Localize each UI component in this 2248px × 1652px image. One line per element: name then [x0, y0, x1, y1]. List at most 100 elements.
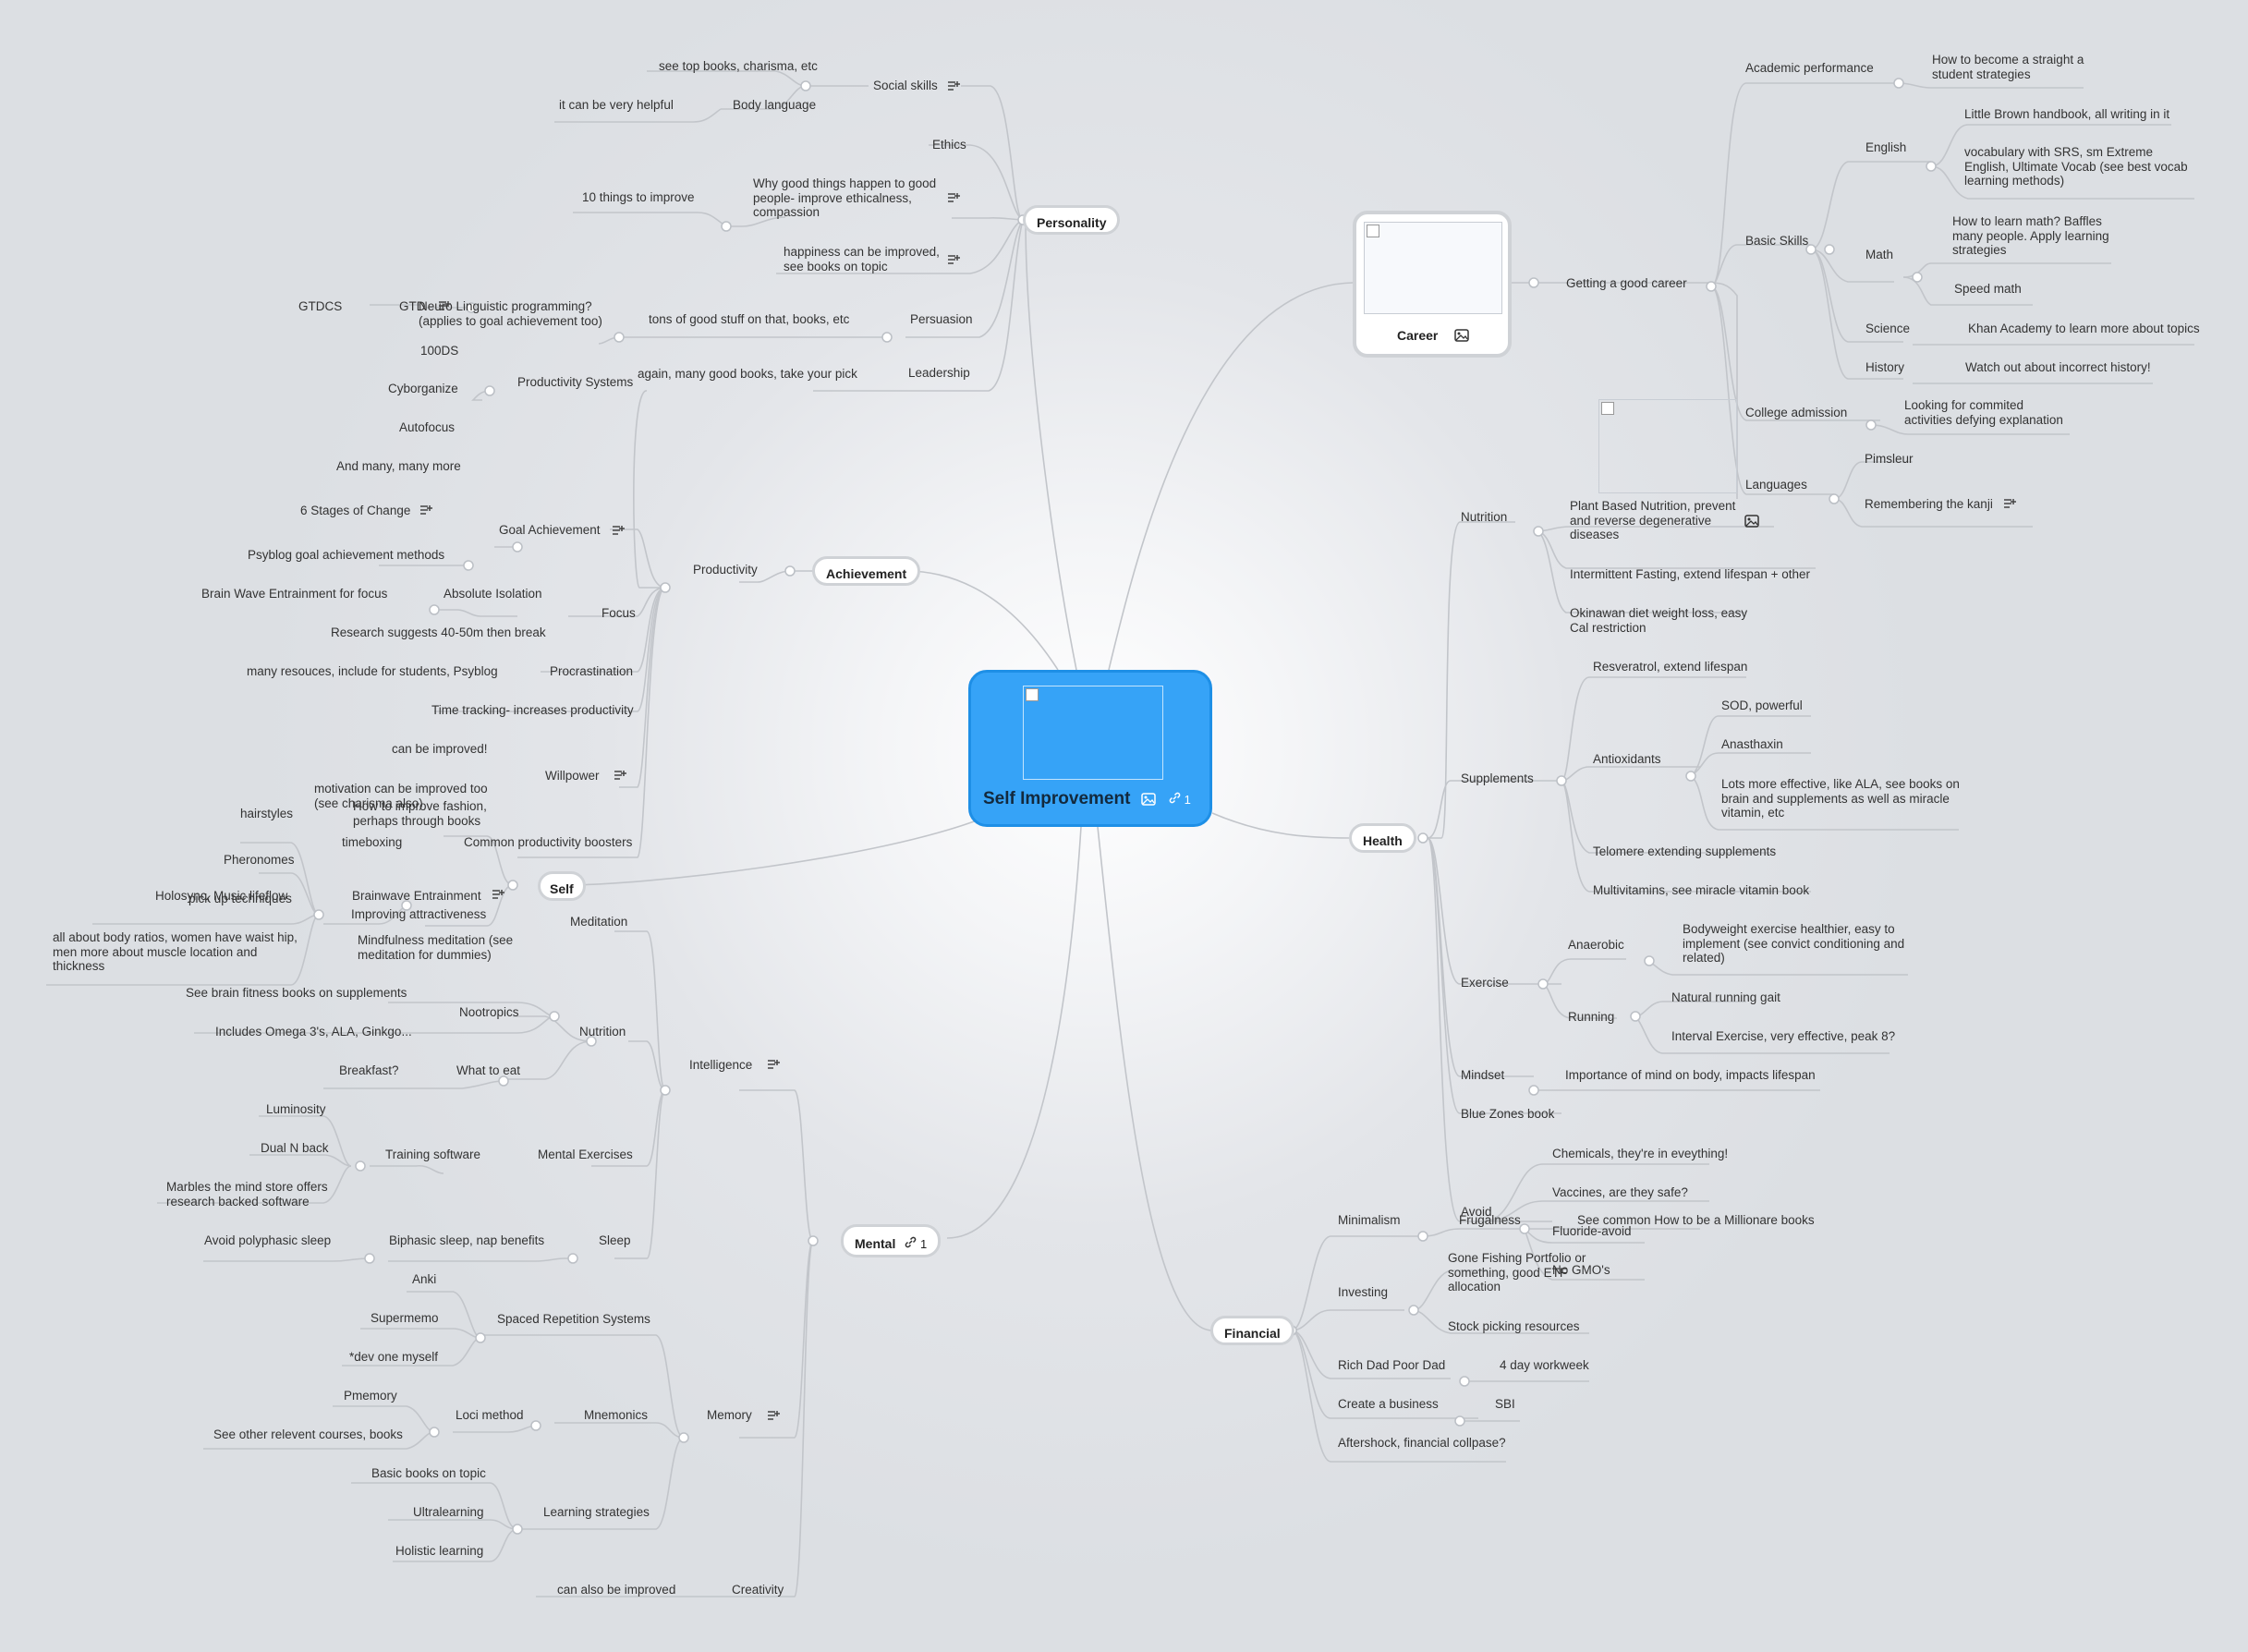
topic-mental-exercises[interactable]: Mental Exercises: [538, 1148, 633, 1161]
topic-college-admission[interactable]: College admission: [1745, 406, 1848, 419]
topic-blue-zones[interactable]: Blue Zones book: [1461, 1107, 1555, 1121]
topic-meditation[interactable]: Meditation: [570, 915, 628, 929]
topic-vaccines[interactable]: Vaccines, are they safe?: [1552, 1185, 1688, 1199]
topic-history[interactable]: History: [1865, 360, 1905, 374]
topic-gtdcs[interactable]: GTDCS: [298, 299, 343, 313]
topic-mnemonics[interactable]: Mnemonics: [584, 1408, 649, 1422]
topic-many-resources[interactable]: many resouces, include for students, Psy…: [247, 664, 498, 678]
topic-multivitamins[interactable]: Multivitamins, see miracle vitamin book: [1593, 883, 1810, 897]
topic-holosync[interactable]: Holosync, Music lifeflow: [155, 889, 288, 903]
topic-dev-one[interactable]: *dev one myself: [349, 1350, 439, 1364]
topic-basic-books[interactable]: Basic books on topic: [371, 1466, 486, 1480]
topic-create-business[interactable]: Create a business: [1338, 1397, 1439, 1411]
topic-anasthaxin[interactable]: Anasthaxin: [1721, 737, 1783, 751]
topic-happiness[interactable]: happiness can be improved, see books on …: [784, 245, 940, 273]
topic-memory[interactable]: Memory: [707, 1408, 752, 1422]
topic-biphasic[interactable]: Biphasic sleep, nap benefits: [389, 1233, 545, 1247]
topic-vocabulary[interactable]: vocabulary with SRS, sm Extreme English,…: [1964, 145, 2188, 188]
topic-what-to-eat[interactable]: What to eat: [456, 1063, 521, 1077]
topic-ten-things[interactable]: 10 things to improve: [582, 190, 695, 204]
topic-pimsleur[interactable]: Pimsleur: [1865, 452, 1914, 466]
topic-tons[interactable]: tons of good stuff on that, books, etc: [649, 312, 850, 326]
topic-sleep[interactable]: Sleep: [599, 1233, 631, 1247]
topic-mindset[interactable]: Mindset: [1461, 1068, 1505, 1082]
topic-leadership[interactable]: Leadership: [908, 366, 970, 380]
topic-no-gmo[interactable]: No GMO's: [1552, 1263, 1610, 1277]
topic-psyblog-goal[interactable]: Psyblog goal achievement methods: [248, 548, 445, 562]
mental-link-count[interactable]: 1: [905, 1236, 927, 1251]
topic-brain-wave[interactable]: Brain Wave Entrainment for focus: [201, 587, 388, 601]
topic-speed-math[interactable]: Speed math: [1954, 282, 2022, 296]
topic-nutrition[interactable]: Nutrition: [579, 1025, 626, 1039]
topic-learn-math[interactable]: How to learn math? Baffles many people. …: [1952, 214, 2109, 257]
topic-persuasion[interactable]: Persuasion: [910, 312, 973, 326]
topic-dual-n-back[interactable]: Dual N back: [261, 1141, 329, 1155]
topic-ethics[interactable]: Ethics: [932, 138, 966, 152]
branch-achievement[interactable]: Achievement: [812, 556, 921, 586]
topic-good-books[interactable]: again, many good books, take your pick: [638, 367, 857, 381]
topic-lots-more[interactable]: Lots more effective, like ALA, see books…: [1721, 777, 1960, 820]
topic-loci[interactable]: Loci method: [456, 1408, 524, 1422]
topic-holistic[interactable]: Holistic learning: [395, 1544, 484, 1558]
topic-motivation[interactable]: motivation can be improved too (see char…: [314, 782, 488, 810]
topic-little-brown[interactable]: Little Brown handbook, all writing in it: [1964, 107, 2170, 121]
topic-srs[interactable]: Spaced Repetition Systems: [497, 1312, 650, 1326]
topic-body-language[interactable]: Body language: [733, 98, 817, 112]
topic-omega[interactable]: Includes Omega 3's, ALA, Ginkgo...: [215, 1025, 412, 1039]
topic-marbles[interactable]: Marbles the mind store offers research b…: [166, 1180, 328, 1209]
topic-math[interactable]: Math: [1865, 248, 1894, 261]
topic-luminosity[interactable]: Luminosity: [266, 1102, 326, 1116]
topic-incorrect-history[interactable]: Watch out about incorrect history!: [1965, 360, 2151, 374]
topic-interval[interactable]: Interval Exercise, very effective, peak …: [1671, 1029, 1896, 1043]
topic-pmemory[interactable]: Pmemory: [344, 1389, 397, 1403]
topic-improving-attractiveness[interactable]: Improving attractiveness: [351, 907, 487, 921]
topic-plant-based[interactable]: Plant Based Nutrition, prevent and rever…: [1570, 499, 1736, 541]
topic-basic-skills[interactable]: Basic Skills: [1745, 234, 1809, 248]
topic-importance-mind[interactable]: Importance of mind on body, impacts life…: [1565, 1068, 1816, 1082]
topic-intermittent[interactable]: Intermittent Fasting, extend lifespan + …: [1570, 567, 1811, 581]
topic-english[interactable]: English: [1865, 140, 1907, 154]
topic-procrastination[interactable]: Procrastination: [550, 664, 634, 678]
topic-straight-a[interactable]: How to become a straight a student strat…: [1932, 53, 2084, 81]
topic-minimalism[interactable]: Minimalism: [1338, 1213, 1401, 1227]
topic-body-ratios[interactable]: all about body ratios, women have waist …: [53, 930, 298, 973]
topic-science[interactable]: Science: [1865, 322, 1911, 335]
topic-hairstyles[interactable]: hairstyles: [240, 807, 294, 820]
topic-sod[interactable]: SOD, powerful: [1721, 698, 1803, 712]
central-topic[interactable]: Self Improvement 1: [968, 670, 1212, 827]
topic-nlp[interactable]: Neuro Linguistic programming? (applies t…: [419, 299, 602, 328]
topic-productivity[interactable]: Productivity: [693, 563, 758, 577]
topic-four-day[interactable]: 4 day workweek: [1500, 1358, 1589, 1372]
branch-financial[interactable]: Financial: [1210, 1316, 1294, 1345]
topic-brain-fitness[interactable]: See brain fitness books on supplements: [186, 986, 407, 1000]
topic-fashion[interactable]: How to improve fashion, perhaps through …: [353, 799, 487, 828]
topic-willpower[interactable]: Willpower: [545, 769, 600, 783]
topic-anaerobic[interactable]: Anaerobic: [1568, 938, 1624, 952]
topic-supermemo[interactable]: Supermemo: [371, 1311, 439, 1325]
topic-pickup[interactable]: pick up techniques: [188, 892, 292, 905]
topic-khan[interactable]: Khan Academy to learn more about topics: [1968, 322, 2200, 335]
topic-100ds[interactable]: 100DS: [420, 344, 459, 358]
topic-avoid-polyphasic[interactable]: Avoid polyphasic sleep: [204, 1233, 332, 1247]
topic-supplements[interactable]: Supplements: [1461, 771, 1534, 785]
topic-aftershock[interactable]: Aftershock, financial collpase?: [1338, 1436, 1506, 1450]
topic-natural-gait[interactable]: Natural running gait: [1671, 990, 1780, 1004]
topic-research-40[interactable]: Research suggests 40-50m then break: [331, 626, 546, 639]
topic-can-also-improved[interactable]: can also be improved: [557, 1583, 676, 1597]
topic-intelligence[interactable]: Intelligence: [689, 1058, 753, 1072]
topic-anki[interactable]: Anki: [412, 1272, 437, 1286]
topic-health-nutrition[interactable]: Nutrition: [1461, 510, 1508, 524]
topic-sbi[interactable]: SBI: [1495, 1397, 1515, 1411]
topic-why-good-things[interactable]: Why good things happen to good people- i…: [753, 176, 937, 219]
topic-brainwave-entrainment[interactable]: Brainwave Entrainment: [352, 889, 481, 903]
topic-okinawan[interactable]: Okinawan diet weight loss, easy Cal rest…: [1570, 606, 1748, 635]
topic-getting-good-career[interactable]: Getting a good career: [1566, 276, 1687, 290]
topic-autofocus[interactable]: Autofocus: [399, 420, 456, 434]
topic-stock-picking[interactable]: Stock picking resources: [1448, 1319, 1580, 1333]
topic-ultralearning[interactable]: Ultralearning: [413, 1505, 484, 1519]
topic-gone-fishing[interactable]: Gone Fishing Portfolio or something, goo…: [1448, 1251, 1586, 1294]
topic-breakfast[interactable]: Breakfast?: [339, 1063, 399, 1077]
topic-training-software[interactable]: Training software: [385, 1148, 481, 1161]
topic-chemicals[interactable]: Chemicals, they're in eveything!: [1552, 1147, 1729, 1160]
topic-mindfulness[interactable]: Mindfulness meditation (see meditation f…: [358, 933, 514, 962]
